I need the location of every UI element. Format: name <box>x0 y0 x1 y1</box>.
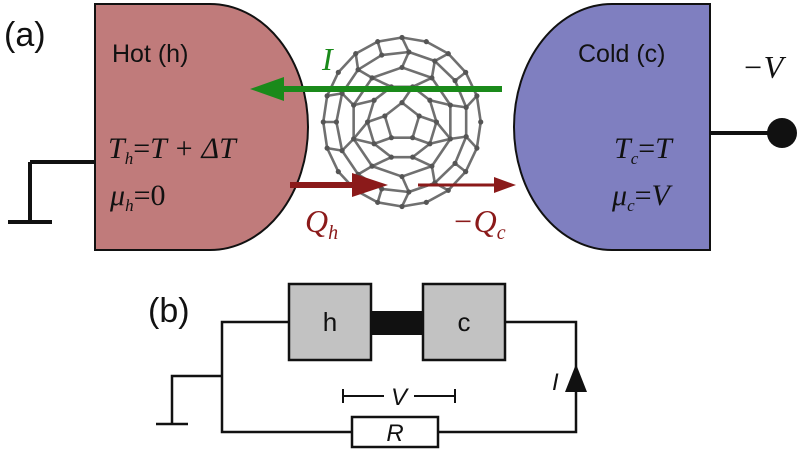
panel-a-label: (a) <box>4 16 46 54</box>
cold-temperature: Tc=T <box>614 132 674 168</box>
hot-temperature: Th=T + ΔT <box>108 132 238 168</box>
panel-b-label: (b) <box>148 292 190 330</box>
heat-cold-label: −Qc <box>452 203 506 244</box>
circuit-current-label: I <box>552 369 559 396</box>
ground-symbol-a <box>8 160 95 224</box>
heat-hot-label: Qh <box>305 203 338 244</box>
heat-arrow-cold <box>418 177 516 193</box>
hot-reservoir-box <box>287 282 373 362</box>
voltage-terminal <box>710 118 797 148</box>
fullerene-molecule-icon <box>320 34 484 210</box>
resistor <box>350 415 440 449</box>
current-label: I <box>321 41 334 77</box>
hot-chemical-potential: μh=0 <box>109 179 165 215</box>
junction-connector <box>371 311 423 335</box>
cold-electrode <box>513 3 711 251</box>
resistor-label: R <box>386 420 403 447</box>
hot-electrode <box>94 3 309 251</box>
voltage-label: −V <box>742 49 787 85</box>
cold-box-label: c <box>458 307 471 337</box>
circuit-current-arrow <box>565 364 587 392</box>
cold-chemical-potential: μc=V <box>611 179 674 215</box>
voltage-label-bg <box>384 380 414 412</box>
current-arrow <box>250 77 502 101</box>
hot-title: Hot (h) <box>112 40 188 68</box>
circuit-voltage-label: V <box>391 384 409 411</box>
hot-box-label: h <box>323 307 337 337</box>
heat-arrow-hot <box>290 173 388 197</box>
cold-reservoir-box <box>421 282 507 362</box>
cold-title: Cold (c) <box>578 40 666 68</box>
